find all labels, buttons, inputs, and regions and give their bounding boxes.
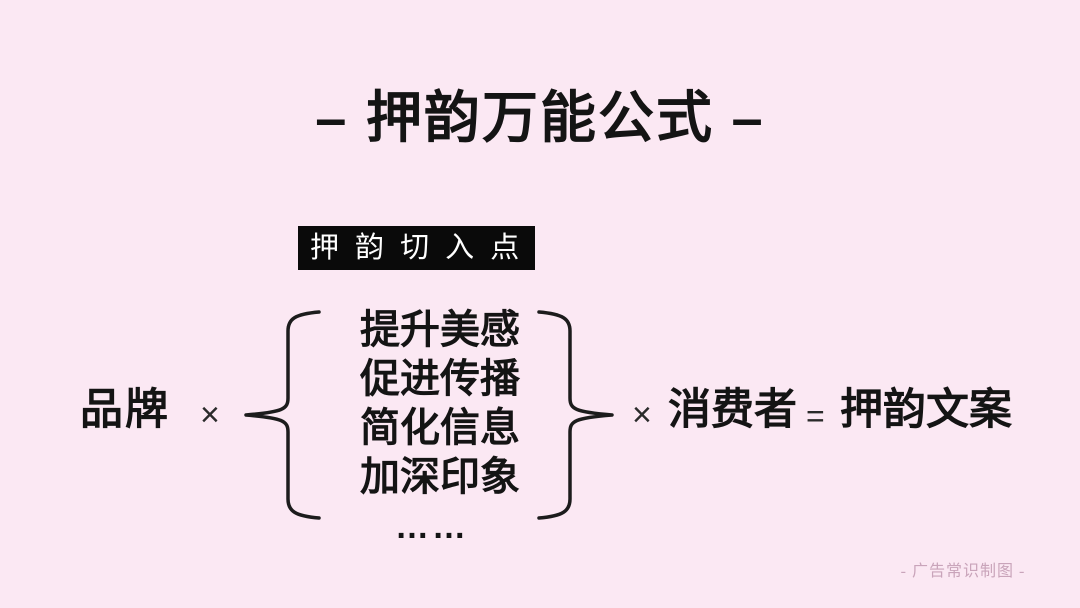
consumer-term: 消费者 [668, 386, 797, 434]
entry-point-item: 加深印象 [360, 455, 520, 499]
equals-operator: = [806, 398, 825, 434]
multiply-operator-1: × [200, 396, 220, 434]
watermark: - 广告常识制图 - [900, 563, 1026, 580]
ellipsis-text: …… [395, 508, 469, 546]
multiply-operator-2: × [632, 396, 652, 434]
left-curly-brace-icon [243, 308, 321, 522]
entry-point-item: 提升美感 [360, 308, 520, 352]
entry-point-item: 促进传播 [360, 357, 520, 401]
entry-points-list: 提升美感 促进传播 简化信息 加深印象 [353, 306, 527, 502]
entry-points-label: 押 韵 切 入 点 [298, 226, 536, 270]
entry-point-item: 简化信息 [360, 406, 520, 450]
result-term: 押韵文案 [840, 386, 1012, 434]
brand-term: 品牌 [80, 386, 170, 434]
page-title: – 押韵万能公式 – [315, 86, 765, 149]
right-curly-brace-icon [537, 308, 615, 522]
